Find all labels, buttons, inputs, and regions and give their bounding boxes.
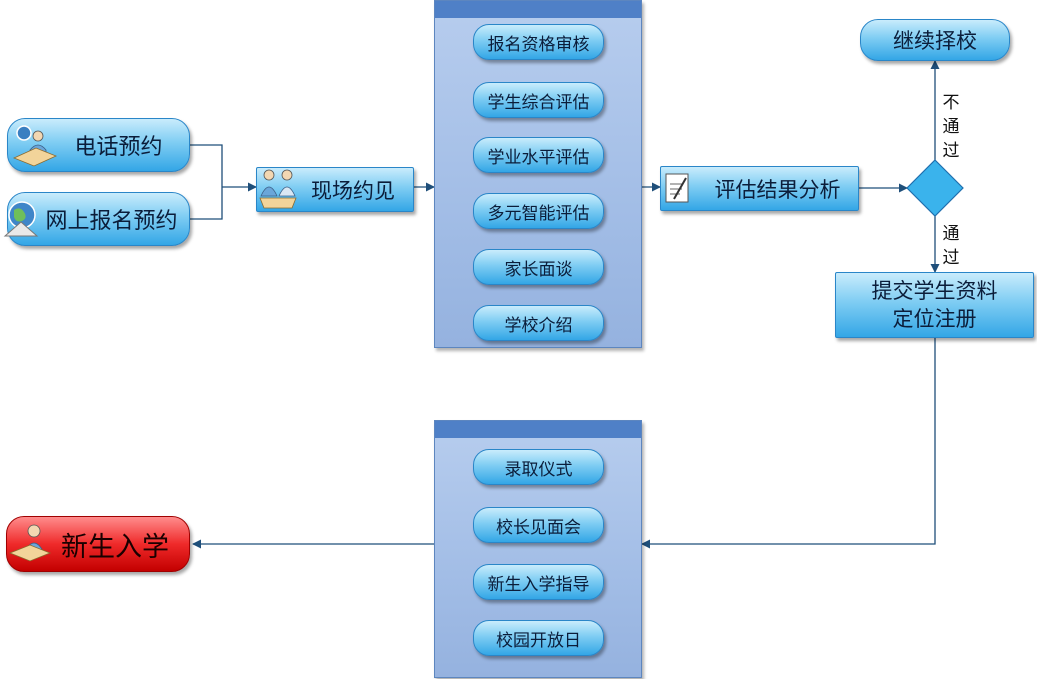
online-booking-label: 网上报名预约 xyxy=(45,209,178,234)
step-school-introduction: 学校介绍 xyxy=(473,305,604,341)
label-passed: 通 过 xyxy=(942,224,960,268)
document-pen-icon xyxy=(665,173,689,203)
ceremony-panel: 录取仪式 校长见面会 新生入学指导 校园开放日 xyxy=(434,420,642,678)
continue-choosing-node: 继续择校 xyxy=(860,19,1010,61)
onsite-meeting-label: 现场约见 xyxy=(311,178,395,203)
phone-person-icon xyxy=(12,125,58,167)
evaluation-analysis-node: 评估结果分析 xyxy=(660,166,859,211)
step-admission-ceremony: 录取仪式 xyxy=(473,449,604,485)
online-booking-node: 网上报名预约 xyxy=(7,192,190,246)
step-comprehensive-evaluation: 学生综合评估 xyxy=(473,82,604,118)
submit-label-line2: 定位注册 xyxy=(892,307,977,331)
submit-label-line1: 提交学生资料 xyxy=(871,279,998,303)
step-principal-meeting: 校长见面会 xyxy=(473,507,604,543)
edge-phone-to-merge xyxy=(190,144,223,220)
ceremony-panel-header xyxy=(435,421,641,438)
decision-diamond xyxy=(906,159,964,217)
submit-registration-node: 提交学生资料 定位注册 xyxy=(835,272,1034,338)
phone-booking-label: 电话预约 xyxy=(74,135,163,160)
globe-icon xyxy=(3,201,39,237)
assessment-panel: 报名资格审核 学生综合评估 学业水平评估 多元智能评估 家长面谈 学校介绍 xyxy=(434,0,642,348)
step-qualification-review: 报名资格审核 xyxy=(473,24,604,60)
step-academic-evaluation: 学业水平评估 xyxy=(473,137,604,173)
evaluation-analysis-label: 评估结果分析 xyxy=(714,177,841,202)
student-desk-icon xyxy=(8,524,52,562)
step-orientation-guidance: 新生入学指导 xyxy=(473,564,604,600)
step-campus-open-day: 校园开放日 xyxy=(473,620,604,656)
continue-choosing-label: 继续择校 xyxy=(893,29,977,53)
assessment-panel-header xyxy=(435,1,641,18)
enrollment-label: 新生入学 xyxy=(61,531,169,563)
step-multiple-intelligence-evaluation: 多元智能评估 xyxy=(473,193,604,229)
meeting-people-icon xyxy=(259,169,297,209)
edge-submit-to-ceremony xyxy=(641,338,936,549)
step-parent-interview: 家长面谈 xyxy=(473,249,604,285)
label-not-passed: 不 通 过 xyxy=(942,93,960,161)
